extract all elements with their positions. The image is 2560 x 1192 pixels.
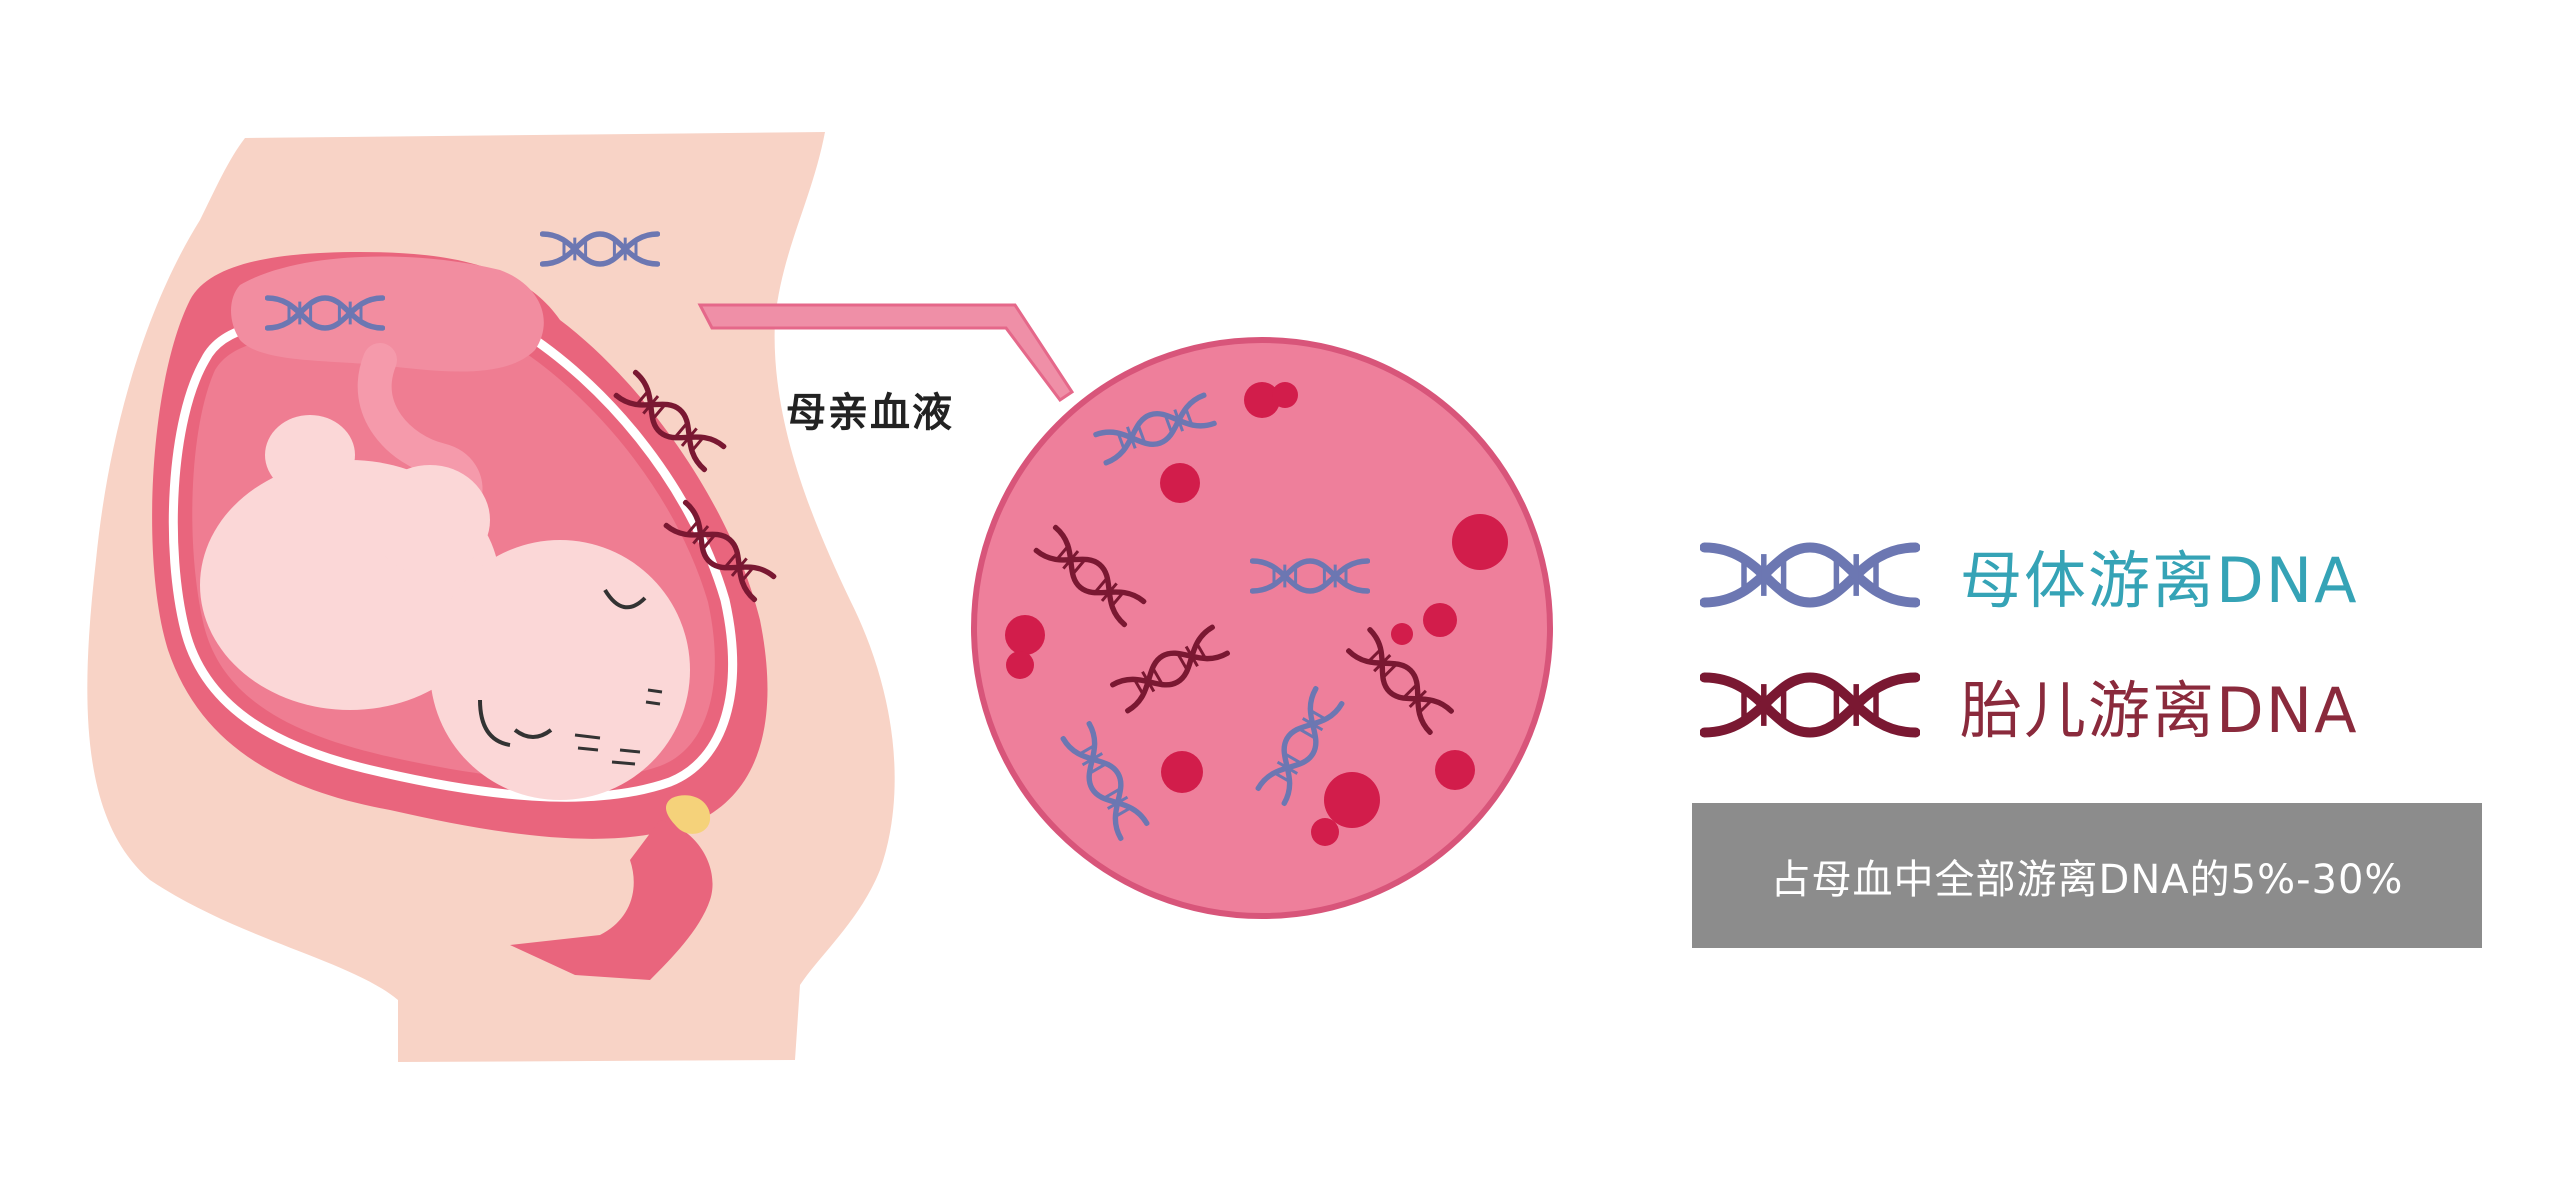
fetus xyxy=(200,415,690,800)
legend-label-fetal: 胎儿游离DNA xyxy=(1960,674,2359,747)
fraction-note-text: 占母血中全部游离DNA的5%-30% xyxy=(1770,856,2404,903)
maternal-dna-icon xyxy=(1700,520,1920,630)
blood-sample-circle xyxy=(971,337,1553,919)
mucus-plug xyxy=(665,795,711,834)
fraction-note: 占母血中全部游离DNA的5%-30% xyxy=(1692,803,2482,948)
fetal-dna-icon xyxy=(1700,650,1920,760)
legend-item-fetal: 胎儿游离DNA xyxy=(1700,650,2520,760)
blood-cells xyxy=(1005,382,1508,846)
amniotic-membrane xyxy=(168,317,738,802)
callout-connector xyxy=(697,303,1075,403)
legend-label-maternal: 母体游离DNA xyxy=(1960,544,2359,617)
maternal-blood-label: 母亲血液 xyxy=(786,390,954,436)
legend-item-maternal: 母体游离DNA xyxy=(1700,520,2520,630)
placenta xyxy=(231,256,544,372)
birth-canal xyxy=(510,820,713,980)
